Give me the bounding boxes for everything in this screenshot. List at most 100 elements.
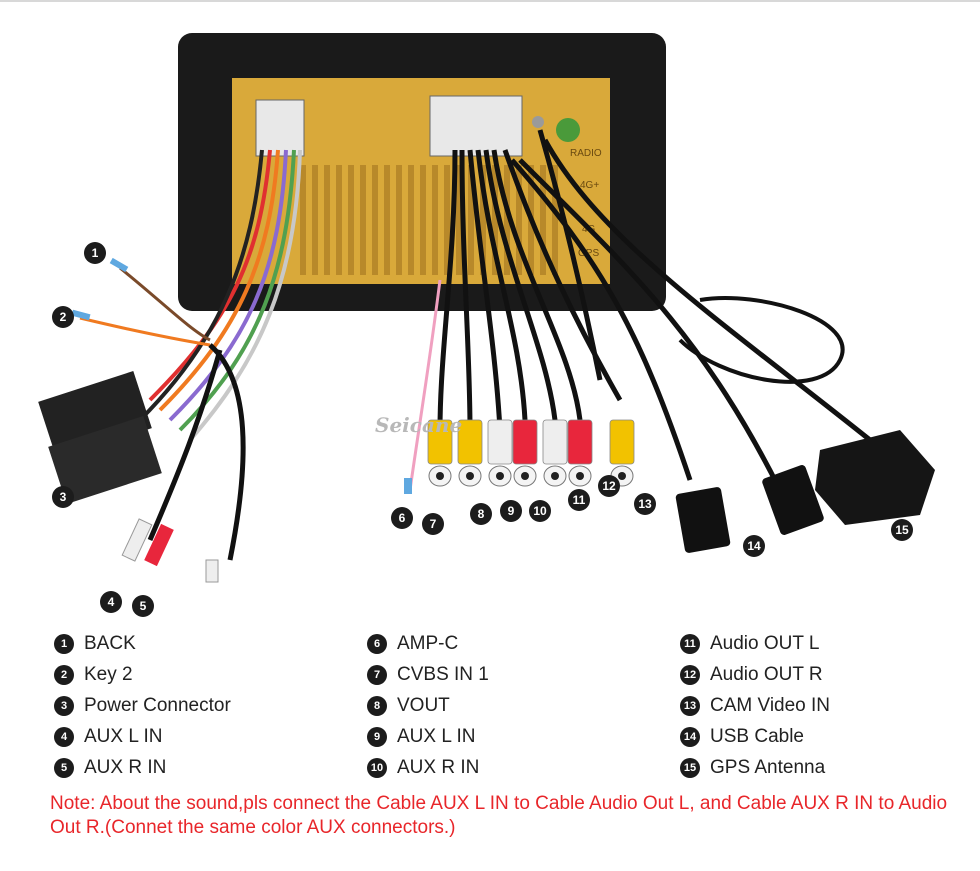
legend-number: 15	[680, 757, 700, 778]
callout-3: 3	[52, 486, 74, 508]
legend-number: 7	[367, 664, 387, 685]
cooling-fin	[336, 165, 342, 275]
cooling-fin	[384, 165, 390, 275]
rca-jacks	[427, 419, 635, 487]
callout-5: 5	[132, 595, 154, 617]
cooling-fin	[360, 165, 366, 275]
legend-number: 13	[680, 695, 700, 716]
legend-number: 14	[680, 726, 700, 747]
rca-jack-pin	[466, 472, 474, 480]
legend-number: 6	[367, 633, 387, 654]
av-harness-wires	[437, 129, 872, 492]
rca-jack-body	[487, 419, 513, 465]
callout-12: 12	[598, 475, 620, 497]
rca-jack-pin	[618, 472, 626, 480]
callout-4: 4	[100, 591, 122, 613]
legend-number: 11	[680, 633, 700, 654]
gps-cable-coil	[678, 296, 845, 384]
cooling-fin	[552, 165, 558, 275]
power-connector-block	[38, 371, 162, 504]
antenna-socket	[532, 116, 544, 128]
port-label-4gplus: 4G+	[580, 180, 599, 191]
usb-connector-2	[762, 465, 824, 535]
callout-9: 9	[500, 500, 522, 522]
callout-11: 11	[568, 489, 590, 511]
back-wire-tip	[109, 257, 129, 273]
legend-item: 6 AMP-C	[367, 628, 489, 659]
legend-item: 11 Audio OUT L	[680, 628, 830, 659]
legend-label: CAM Video IN	[710, 694, 831, 716]
cooling-fin	[312, 165, 318, 275]
rca-jack-body	[567, 419, 593, 465]
legend-label: VOUT	[397, 694, 450, 716]
av-socket	[429, 95, 523, 157]
legend-label: AUX R IN	[84, 756, 167, 778]
legend-item: 5 AUX R IN	[54, 752, 231, 783]
legend-label: AUX L IN	[397, 725, 476, 747]
gps-antenna	[815, 430, 935, 525]
legend-item: 7 CVBS IN 1	[367, 659, 489, 690]
cooling-fin	[468, 165, 474, 275]
usb-connector-1	[675, 487, 731, 553]
legend-label: AMP-C	[397, 632, 459, 654]
cooling-fin	[372, 165, 378, 275]
cooling-fin	[456, 165, 462, 275]
legend-label: AUX L IN	[84, 725, 163, 747]
callout-8: 8	[470, 503, 492, 525]
watermark: Seicane	[375, 413, 462, 437]
legend-number: 12	[680, 664, 700, 685]
callout-7: 7	[422, 513, 444, 535]
legend-label: Audio OUT L	[710, 632, 820, 654]
legend-label: CVBS IN 1	[397, 663, 489, 685]
legend-number: 10	[367, 757, 387, 778]
callout-1: 1	[84, 242, 106, 264]
power-socket	[255, 99, 305, 157]
legend-item: 4 AUX L IN	[54, 721, 231, 752]
cooling-fin	[396, 165, 402, 275]
legend-number: 3	[54, 695, 74, 716]
cooling-fin	[348, 165, 354, 275]
legend-label: USB Cable	[710, 725, 804, 747]
cooling-fin	[480, 165, 486, 275]
legend-label: AUX R IN	[397, 756, 480, 778]
legend-label: Audio OUT R	[710, 663, 823, 685]
harness-illustration: RADIO 4G+ 4G GPS	[38, 33, 935, 583]
cooling-fin	[444, 165, 450, 275]
legend-item: 13 CAM Video IN	[680, 690, 830, 721]
sound-connection-note: Note: About the sound,pls connect the Ca…	[50, 793, 948, 838]
cooling-fin	[432, 165, 438, 275]
rca-jack-body	[542, 419, 568, 465]
radio-socket	[556, 118, 580, 142]
rca-jack-body	[512, 419, 538, 465]
callout-6: 6	[391, 507, 413, 529]
cooling-fin	[420, 165, 426, 275]
cooling-fins	[300, 165, 558, 275]
callout-2: 2	[52, 306, 74, 328]
callout-15: 15	[891, 519, 913, 541]
rca-jack-pin	[576, 472, 584, 480]
legend-item: 14 USB Cable	[680, 721, 830, 752]
legend-number: 4	[54, 726, 74, 747]
cooling-fin	[516, 165, 522, 275]
rca-jack-pin	[436, 472, 444, 480]
legend-number: 5	[54, 757, 74, 778]
callout-10: 10	[529, 500, 551, 522]
port-label-radio: RADIO	[570, 148, 602, 159]
cooling-fin	[504, 165, 510, 275]
legend-label: Power Connector	[84, 694, 231, 716]
cooling-fin	[492, 165, 498, 275]
top-divider	[0, 0, 980, 2]
legend-number: 2	[54, 664, 74, 685]
key2-wire-tip	[71, 309, 91, 321]
rca-jack-body	[427, 419, 453, 465]
legend-number: 8	[367, 695, 387, 716]
rca-jack-body	[457, 419, 483, 465]
legend-item: 10 AUX R IN	[367, 752, 489, 783]
callout-13: 13	[634, 493, 656, 515]
